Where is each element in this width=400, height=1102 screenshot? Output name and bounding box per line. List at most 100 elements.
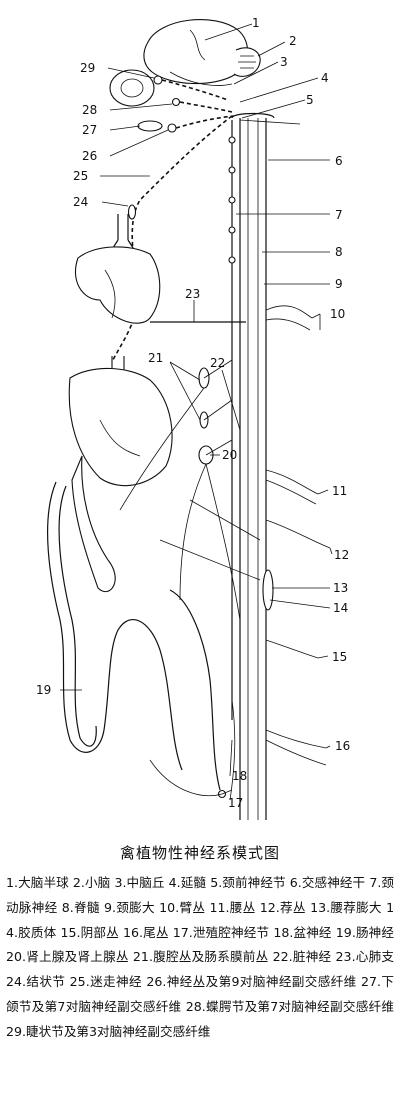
- plexus-branches: [239, 119, 331, 766]
- legend-item: 24.结状节: [6, 974, 65, 989]
- legend-item: 8.脊髓: [62, 900, 100, 915]
- legend-text: 蝶腭节及第7对脑神经副交感纤维: [205, 998, 395, 1014]
- legend-number: 28.: [185, 998, 206, 1014]
- vagus-nerve: [111, 115, 233, 363]
- heart-lungs: [74, 246, 161, 324]
- brain: [143, 19, 261, 86]
- marker-7: 7: [335, 208, 343, 222]
- legend-text: 结状节: [26, 974, 66, 990]
- legend-item: 18.盆神经: [273, 925, 331, 940]
- legend-number: 9.: [104, 899, 117, 915]
- marker-23: 23: [185, 287, 200, 301]
- legend-number: 12.: [259, 899, 280, 915]
- legend-item: 11.腰丛: [209, 900, 255, 915]
- leader-lines: [60, 23, 333, 795]
- legend-number: 23.: [335, 949, 356, 965]
- spinal-cord: [231, 112, 275, 820]
- legend-text: 盆神经: [293, 924, 332, 940]
- marker-26: 26: [82, 149, 97, 163]
- legend-number: 1.: [6, 875, 19, 890]
- celiac-plexus: [119, 359, 261, 621]
- marker-5: 5: [306, 93, 314, 107]
- legend-number: 29.: [6, 1023, 27, 1039]
- marker-25: 25: [73, 169, 88, 183]
- legend-item: 2.小脑: [73, 875, 110, 890]
- legend-number: 17.: [172, 924, 193, 940]
- marker-8: 8: [335, 245, 343, 259]
- legend-item: 26.神经丛及第9对脑神经副交感纤维: [146, 974, 356, 989]
- legend-number: 18.: [273, 924, 294, 940]
- legend-text: 腹腔丛及肠系膜前丛: [152, 949, 269, 965]
- legend-text: 胶质体: [18, 924, 57, 940]
- legend-number: 11.: [209, 899, 230, 915]
- legend-item: 23.心肺支: [336, 949, 394, 964]
- legend-text: 阴部丛: [80, 924, 119, 940]
- legend-number: 19.: [335, 924, 356, 940]
- marker-15: 15: [332, 650, 347, 664]
- legend-item: 3.中脑丘: [114, 875, 164, 890]
- legend-number: 2.: [72, 875, 85, 890]
- legend-item: 13.腰荐膨大: [310, 900, 382, 915]
- marker-18: 18: [232, 769, 247, 783]
- legend-item: 7.颈动脉神经: [6, 875, 394, 915]
- marker-21: 21: [148, 351, 163, 365]
- legend-text: 小脑: [84, 875, 111, 890]
- marker-13: 13: [333, 581, 348, 595]
- legend-item: 21.腹腔丛及肠系膜前丛: [133, 949, 269, 964]
- glial-body: [262, 569, 274, 611]
- legend-item: 20.肾上腺及肾上腺丛: [6, 949, 129, 964]
- marker-19: 19: [36, 683, 51, 697]
- legend-number: 8.: [61, 899, 74, 915]
- marker-1: 1: [252, 16, 260, 30]
- legend-item: 6.交感神经干: [290, 875, 365, 890]
- marker-12: 12: [334, 548, 349, 562]
- legend-number: 26.: [146, 974, 167, 990]
- legend-item: 12.荐丛: [260, 900, 306, 915]
- legend-text: 尾丛: [142, 924, 169, 940]
- cranial-ganglia: [137, 75, 235, 133]
- marker-3: 3: [280, 55, 288, 69]
- legend-text: 大脑半球: [18, 875, 69, 890]
- legend-text: 迷走神经: [89, 974, 142, 990]
- marker-20: 20: [222, 448, 237, 462]
- legend-text: 腰荐膨大: [330, 899, 382, 915]
- legend-number: 3.: [114, 875, 127, 890]
- legend-text: 睫状节及第3对脑神经副交感纤维: [26, 1023, 211, 1039]
- marker-2: 2: [289, 34, 297, 48]
- figure-caption: 禽植物性神经系模式图 1.大脑半球 2.小脑 3.中脑丘 4.延髓 5.颈前神经…: [6, 842, 394, 1045]
- legend-item: 4.延髓: [169, 875, 206, 890]
- legend-item: 22.脏神经: [273, 949, 332, 964]
- legend-text: 下颌节及第7对脑神经副交感纤维: [6, 974, 394, 1014]
- legend-text: 肾上腺及肾上腺丛: [26, 949, 129, 965]
- legend-number: 14.: [6, 899, 395, 940]
- legend-item: 19.肠神经: [336, 925, 394, 940]
- legend-item: 27.下颌节及第7对脑神经副交感纤维: [6, 974, 394, 1014]
- legend-text: 交感神经干: [301, 875, 366, 890]
- legend-text: 臂丛: [179, 899, 206, 915]
- legend-text: 颈动脉神经: [6, 875, 395, 915]
- legend-text: 荐丛: [279, 899, 306, 915]
- sympathetic-trunk: [228, 120, 236, 720]
- nervous-system-diagram: 1 2 3 4 5 6 7 8 9 10 11 12 13 14 15 16 1…: [36, 16, 350, 820]
- legend-text: 脏神经: [292, 949, 332, 965]
- legend-text: 延髓: [180, 875, 207, 890]
- legend-text: 中脑丘: [126, 875, 165, 890]
- legend-text: 泄殖腔神经节: [192, 924, 270, 940]
- marker-28: 28: [82, 103, 97, 117]
- marker-17: 17: [228, 796, 243, 810]
- marker-4: 4: [321, 71, 329, 85]
- number-markers: 1 2 3 4 5 6 7 8 9 10 11 12 13 14 15 16 1…: [36, 16, 350, 810]
- legend-number: 5.: [210, 875, 223, 890]
- legend-item: 16.尾丛: [123, 925, 169, 940]
- legend-number: 25.: [69, 974, 90, 990]
- marker-16: 16: [335, 739, 350, 753]
- legend-number: 27.: [360, 974, 382, 990]
- legend: 1.大脑半球 2.小脑 3.中脑丘 4.延髓 5.颈前神经节 6.交感神经干 7…: [6, 871, 394, 1045]
- nodose-ganglion: [127, 204, 137, 220]
- legend-number: 20.: [6, 949, 27, 965]
- legend-number: 10.: [159, 899, 180, 915]
- legend-number: 13.: [310, 899, 331, 915]
- legend-text: 颈前神经节: [222, 875, 286, 890]
- legend-item: 5.颈前神经节: [210, 875, 285, 890]
- intestines: [47, 481, 221, 791]
